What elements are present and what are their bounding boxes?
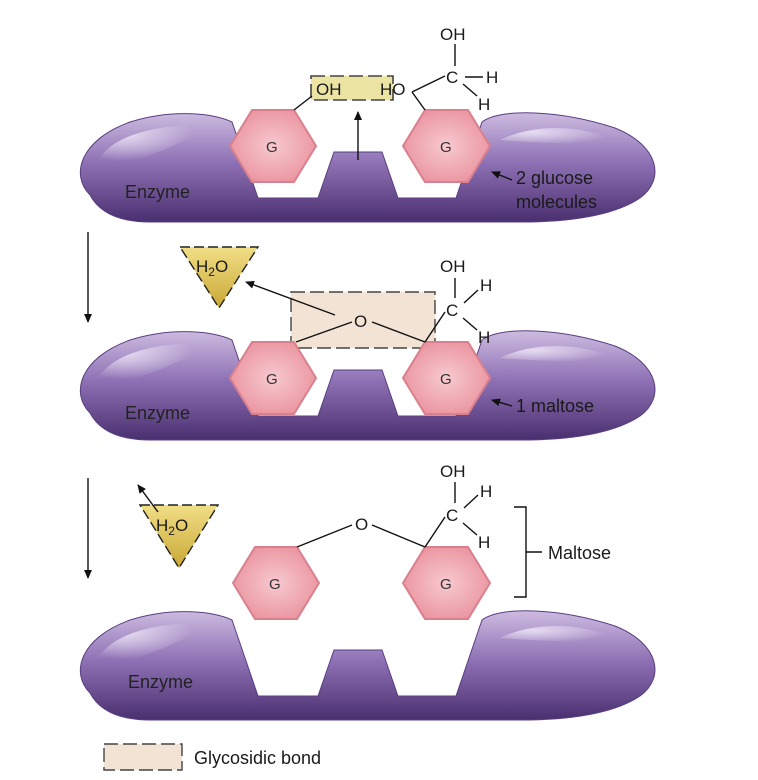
water-molecule-released-2: H2O [138, 504, 220, 570]
glucose-label: G [440, 139, 452, 156]
oh-label: OH [440, 25, 466, 44]
legend-swatch [103, 743, 183, 771]
h-label: H [478, 533, 490, 552]
legend: Glycosidic bond [103, 743, 321, 771]
glucose-right-3: G [401, 546, 492, 620]
c-label: C [446, 68, 458, 87]
ho-label: HO [380, 80, 406, 99]
o-label: O [355, 515, 368, 534]
legend-label: Glycosidic bond [194, 748, 321, 768]
glucose-right-2: G [401, 341, 492, 415]
one-maltose-label: 1 maltose [516, 396, 594, 416]
glucose-label: G [266, 139, 278, 156]
glucose-label: G [269, 576, 281, 593]
h-label: H [478, 95, 490, 114]
glucose-left-2: G [228, 341, 318, 415]
glucose-label: G [440, 576, 452, 593]
oh-label: OH [316, 80, 342, 99]
enzyme-label: Enzyme [128, 672, 193, 692]
h-label: H [480, 482, 492, 501]
maltose-label: Maltose [548, 543, 611, 563]
enzyme-1: Enzyme [80, 112, 656, 223]
svg-text:H2O: H2O [196, 257, 228, 279]
glucose-left-3: G [231, 546, 321, 620]
two-glucose-label: 2 glucose [516, 168, 593, 188]
enzyme-label: Enzyme [125, 182, 190, 202]
maltose-bracket [514, 506, 542, 598]
svg-text:H2O: H2O [156, 516, 188, 538]
enzyme-highlight [95, 125, 210, 170]
h-label: H [478, 328, 490, 347]
glucose-label: G [440, 371, 452, 388]
h-label: H [486, 68, 498, 87]
c-label: C [446, 506, 458, 525]
oh-label: OH [440, 462, 466, 481]
glycosidic-bond-box [290, 291, 436, 349]
oh-ho-box [310, 75, 394, 101]
water-molecule-released: H2O [178, 246, 260, 310]
two-glucose-label-2: molecules [516, 192, 597, 212]
enzyme-label: Enzyme [125, 403, 190, 423]
o-label: O [354, 312, 367, 331]
glucose-label: G [266, 371, 278, 388]
h-label: H [480, 276, 492, 295]
c-label: C [446, 301, 458, 320]
enzyme-3: Enzyme [80, 610, 656, 721]
enzyme-2: Enzyme [80, 330, 656, 441]
oh-label: OH [440, 257, 466, 276]
glucose-right-1: G [401, 109, 492, 183]
